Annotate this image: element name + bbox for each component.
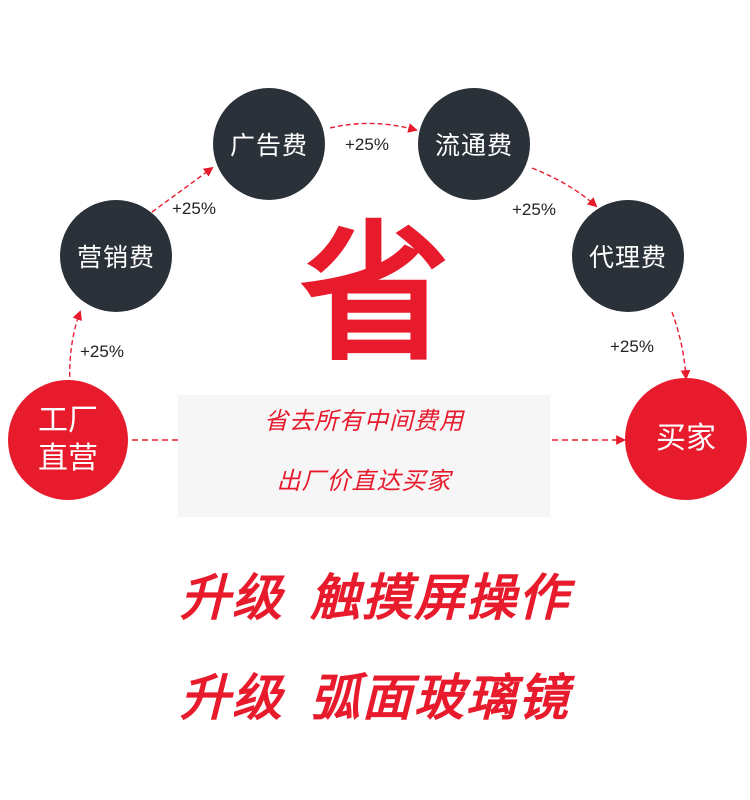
pct-agency-to-buyer: +25% [610, 337, 654, 356]
arrow-agency-to-buyer [671, 311, 691, 380]
promo-feature-2: 弧面玻璃镜 [310, 669, 570, 727]
node-factory-direct: 工厂 直营 [8, 380, 128, 500]
save-headline-char: 省 [299, 208, 450, 382]
pct-circulation-to-agency: +25% [512, 200, 556, 219]
promo-prefix-2: 升级 [180, 669, 284, 727]
arrow-advertising-to-circulation [329, 122, 418, 133]
node-agency-label: 代理费 [588, 243, 667, 272]
promo-prefix-1: 升级 [180, 569, 284, 627]
promo-line-curved-glass: 升级弧面玻璃镜 [0, 668, 750, 728]
caption-line-1: 省去所有中间费用 [264, 407, 464, 435]
promo-line-touchscreen: 升级触摸屏操作 [0, 568, 750, 628]
promo-feature-1: 触摸屏操作 [310, 569, 570, 627]
node-circulation: 流通费 [418, 88, 530, 200]
node-buyer: 买家 [625, 378, 747, 500]
arrow-marketing-to-advertising [151, 166, 214, 213]
pct-marketing-to-advertising: +25% [172, 199, 216, 218]
node-advertising: 广告费 [213, 88, 325, 200]
node-agency: 代理费 [572, 200, 684, 312]
node-factory-label-1: 工厂 [38, 403, 98, 438]
caption-line-2: 出厂价直达买家 [276, 467, 452, 495]
node-advertising-label: 广告费 [229, 131, 308, 160]
node-circulation-label: 流通费 [434, 131, 513, 160]
pct-factory-to-marketing: +25% [80, 342, 124, 361]
node-factory-label-2: 直营 [38, 441, 98, 476]
node-buyer-label: 买家 [656, 421, 716, 456]
node-marketing: 营销费 [60, 200, 172, 312]
pct-advertising-to-circulation: +25% [345, 135, 389, 154]
node-marketing-label: 营销费 [76, 243, 155, 272]
arrow-circulation-to-agency [531, 167, 598, 208]
caption-panel [178, 395, 550, 517]
arrow-factory-to-marketing [69, 310, 82, 386]
